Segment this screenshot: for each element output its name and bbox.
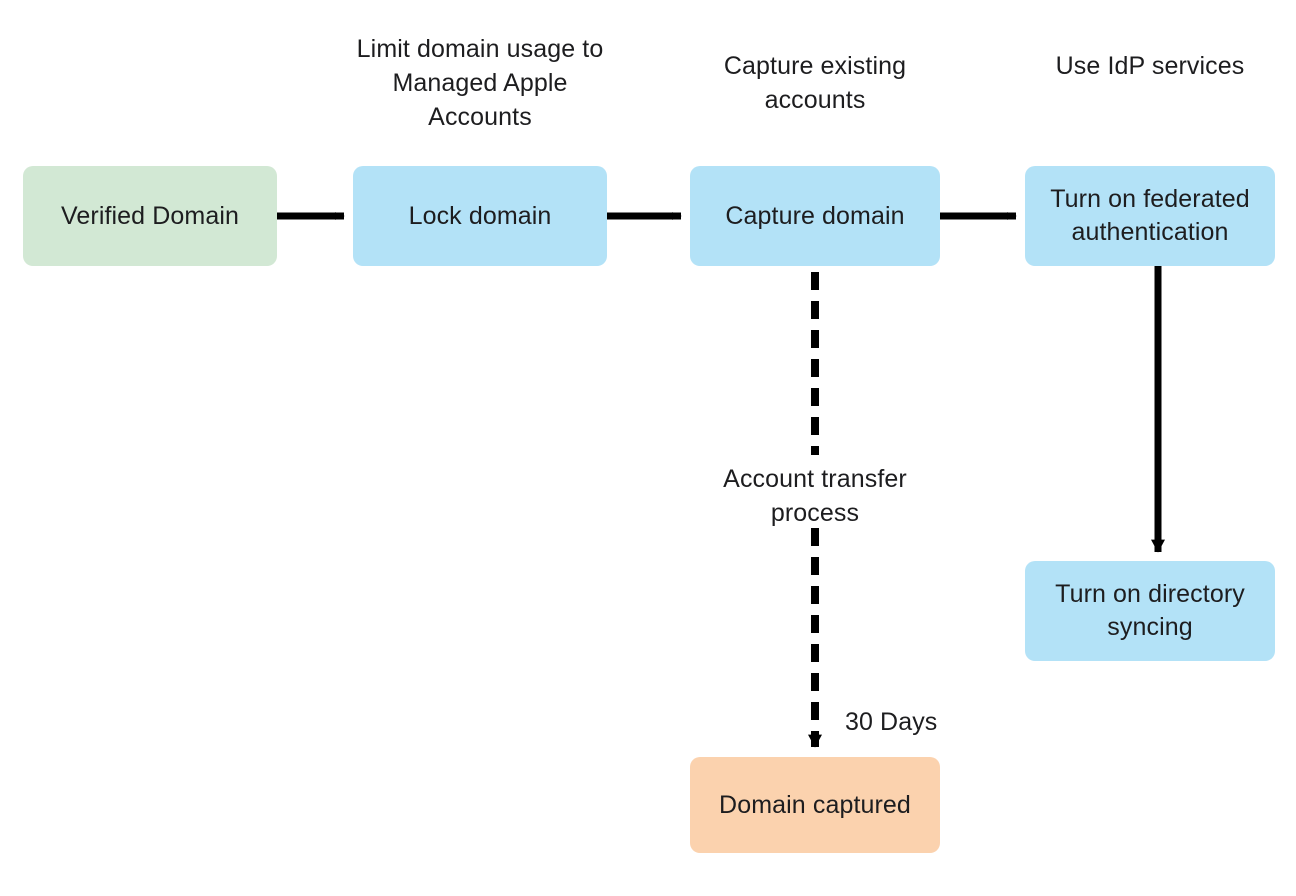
label-30-days: 30 Days [845, 708, 938, 736]
node-domain-captured[interactable]: Domain captured [690, 757, 940, 853]
node-federated-auth[interactable]: Turn on federated authentication [1025, 166, 1275, 266]
caption-capture-domain: Capture existing accounts [723, 52, 907, 114]
caption-federated-auth: Use IdP services [1055, 52, 1245, 80]
node-verified-domain[interactable]: Verified Domain [23, 166, 277, 266]
node-lock-domain[interactable]: Lock domain [353, 166, 607, 266]
node-directory-syncing[interactable]: Turn on directory syncing [1025, 561, 1275, 661]
caption-lock-domain: Limit domain usage to Managed Apple Acco… [356, 35, 604, 131]
node-capture-domain[interactable]: Capture domain [690, 166, 940, 266]
label-account-transfer: Account transfer process [723, 465, 907, 527]
